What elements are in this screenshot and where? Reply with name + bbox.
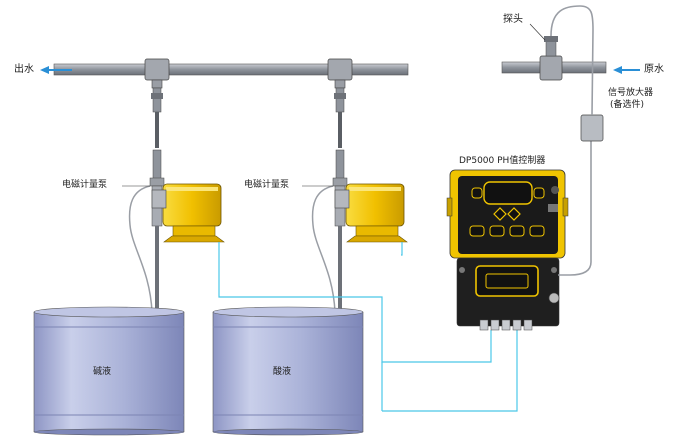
tank-alkali [33, 306, 185, 436]
probe-pointer [529, 23, 546, 41]
inlet-arrow-icon [613, 66, 640, 74]
tank-acid-label: 酸液 [273, 367, 292, 377]
signal-wires [218, 242, 518, 412]
amplifier-optional-label: (备选件) [610, 100, 645, 110]
pump-left-label: 电磁计量泵 [62, 180, 108, 190]
amplifier-label: 信号放大器 [608, 88, 654, 98]
signal-amplifier [580, 114, 604, 142]
outlet-arrow-icon [40, 66, 72, 74]
tank-alkali-label: 碱液 [93, 367, 112, 377]
probe-label: 探头 [503, 14, 523, 25]
raw-water-pipe [501, 5, 607, 116]
pump-right-label: 电磁计量泵 [244, 180, 290, 190]
main-pipe [53, 58, 409, 89]
tank-acid [212, 306, 364, 436]
controller-unit [446, 169, 569, 331]
controller-label: DP5000 PH值控制器 [459, 156, 546, 166]
outlet-label: 出水 [14, 64, 34, 75]
right-metering-pump [334, 183, 408, 243]
left-metering-pump [151, 183, 225, 243]
inlet-label: 原水 [644, 64, 664, 75]
probe-cable [558, 140, 592, 276]
